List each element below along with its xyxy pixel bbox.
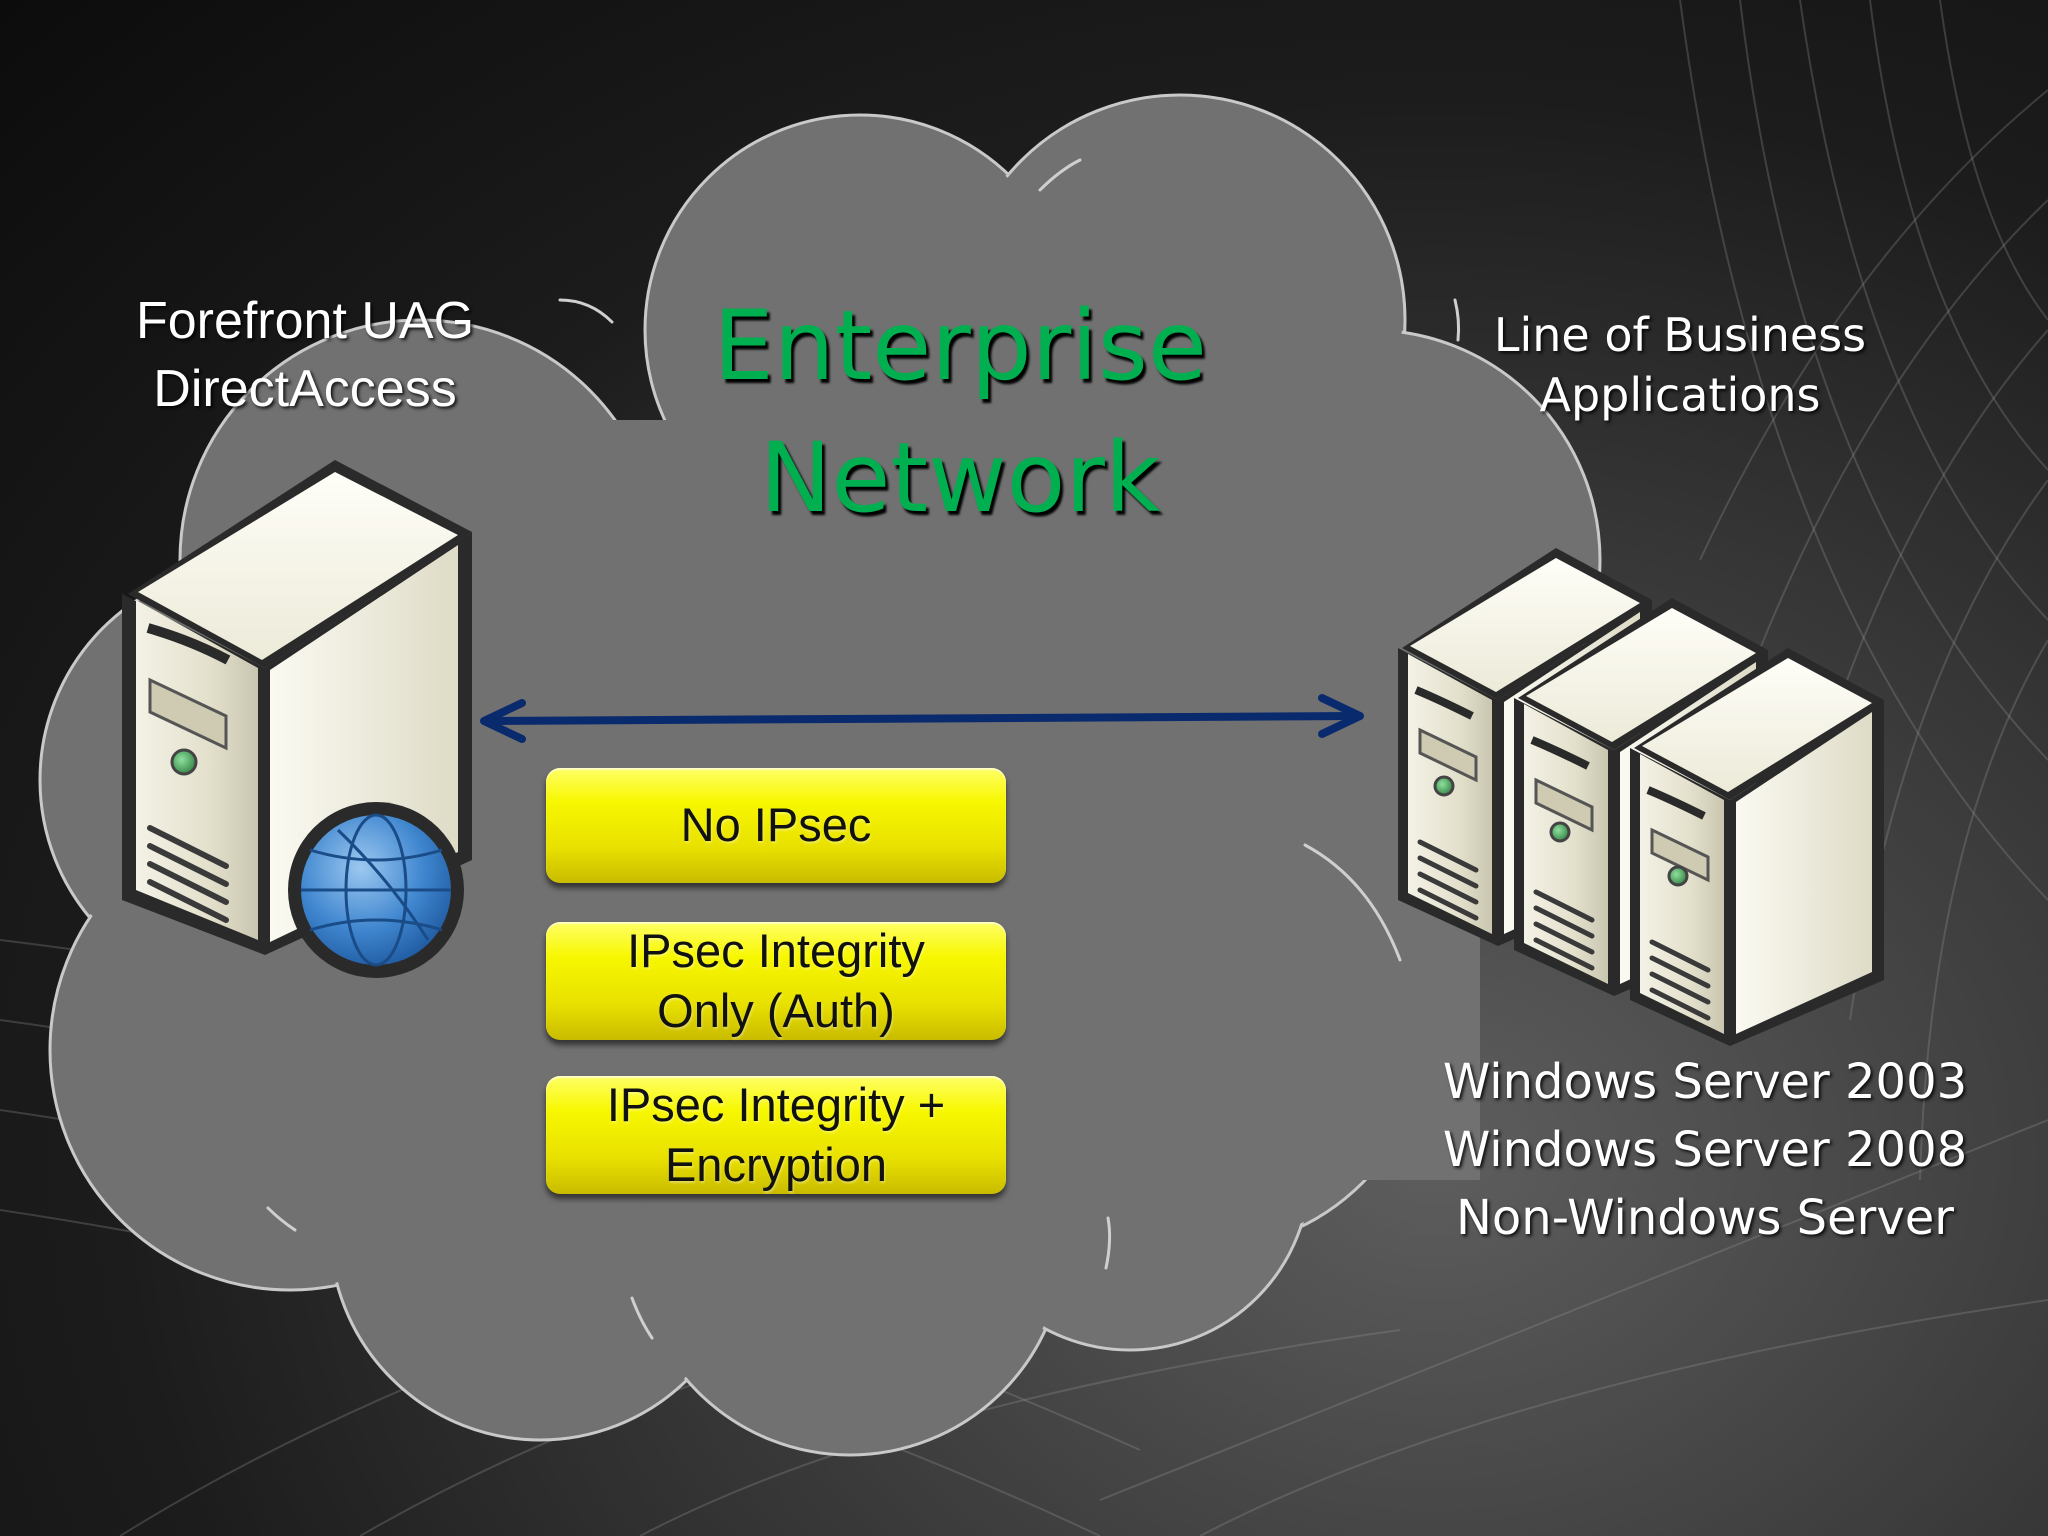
ipsec-option-label: IPsec Integrity + Encryption	[606, 1077, 946, 1191]
lob-server-stack	[1398, 548, 1884, 1046]
cloud-title-line-1: Enterprise	[713, 290, 1207, 402]
uag-label-line-2: DirectAccess	[153, 359, 457, 418]
os-list-item: Windows Server 2003	[1442, 1054, 1968, 1110]
uag-label-line-1: Forefront UAG	[135, 292, 475, 350]
globe-icon	[288, 802, 464, 978]
ipsec-option-no-ipsec: No IPsec	[546, 768, 1006, 883]
os-list-item: Non-Windows Server	[1456, 1190, 1954, 1247]
lob-label-line-2: Applications	[1539, 367, 1821, 422]
server-tower-icon	[1630, 648, 1884, 1046]
os-list-item: Windows Server 2008	[1442, 1122, 1968, 1179]
ipsec-option-label: No IPsec	[680, 798, 872, 852]
cloud-title: Enterprise Network	[620, 280, 1300, 545]
ipsec-option-encryption: IPsec Integrity + Encryption	[546, 1076, 1006, 1194]
lob-apps-label: Line of Business Applications	[1440, 306, 1920, 426]
lob-label-line-1: Line of Business	[1493, 308, 1867, 362]
cloud-title-line-2: Network	[759, 422, 1161, 535]
ipsec-option-integrity: IPsec Integrity Only (Auth)	[546, 922, 1006, 1040]
uag-server-label: Forefront UAG DirectAccess	[90, 288, 520, 423]
bidirectional-arrow	[480, 694, 1364, 743]
ipsec-option-label: IPsec Integrity Only (Auth)	[627, 923, 925, 1037]
server-os-list: Windows Server 2003 Windows Server 2008 …	[1400, 1048, 2010, 1252]
